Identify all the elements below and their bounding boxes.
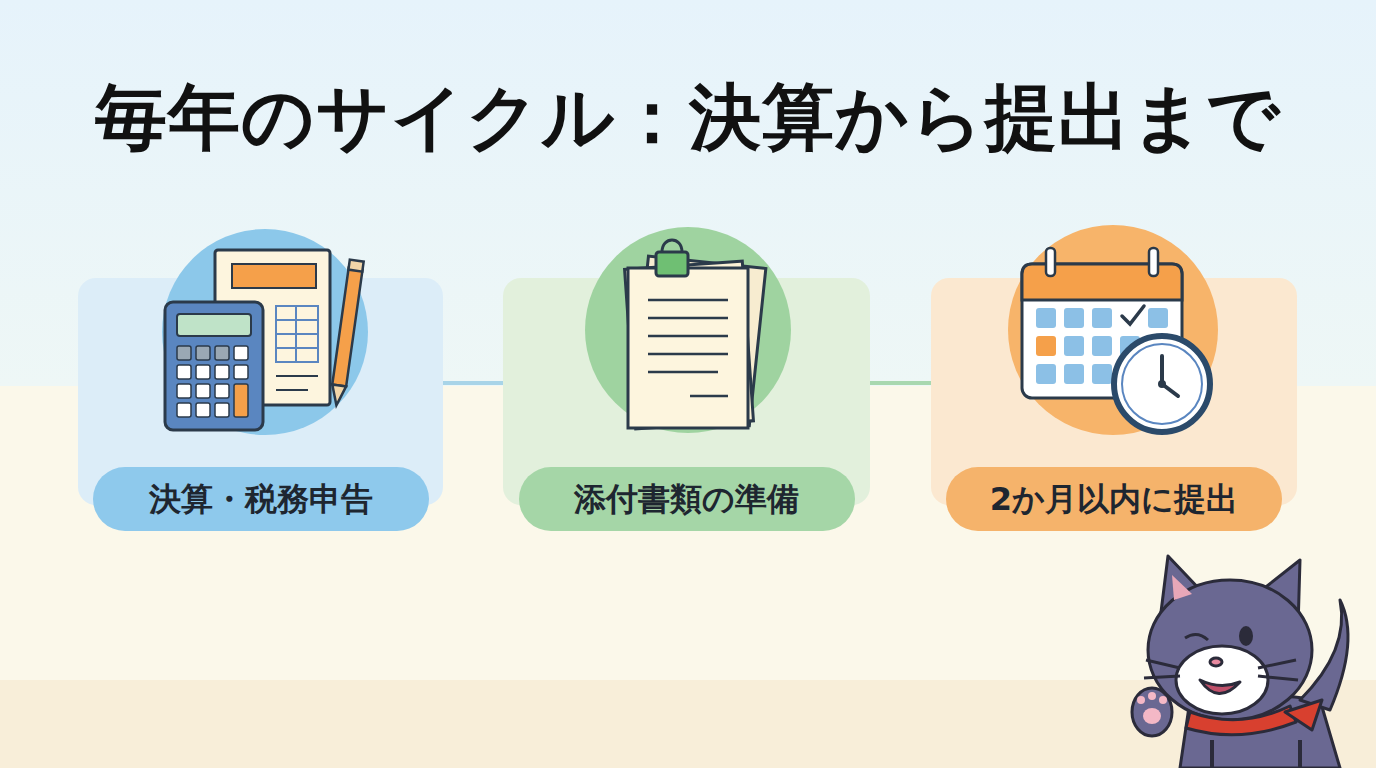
floor-band xyxy=(0,680,1376,768)
step-panel: 決算・税務申告 xyxy=(78,278,443,505)
cat-mascot xyxy=(1132,556,1348,768)
step-panel: 添付書類の準備 xyxy=(503,278,870,505)
step-label: 添付書類の準備 xyxy=(519,467,855,531)
step-connector xyxy=(443,381,503,385)
step-label: 決算・税務申告 xyxy=(93,467,429,531)
calendar-icon xyxy=(1008,225,1218,435)
documents-icon xyxy=(585,227,791,433)
step-panel: 2か月以内に提出 xyxy=(931,278,1297,505)
step-connector xyxy=(870,381,931,385)
step-label: 2か月以内に提出 xyxy=(946,467,1282,531)
calculator-icon xyxy=(162,229,368,435)
diagram-title: 毎年のサイクル：決算から提出まで xyxy=(0,70,1376,166)
